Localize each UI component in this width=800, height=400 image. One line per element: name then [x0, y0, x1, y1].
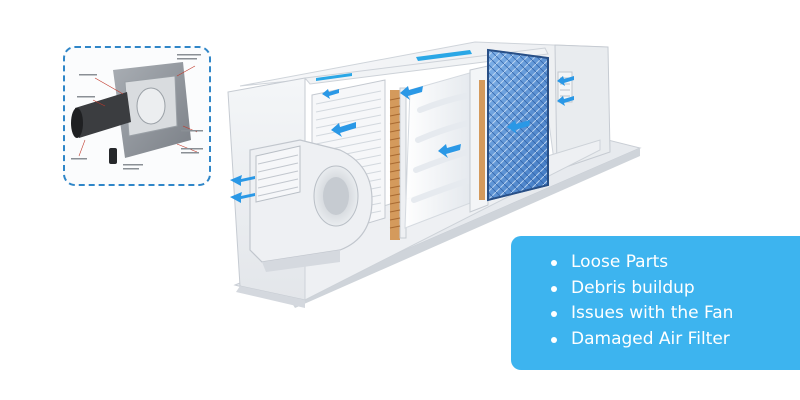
list-item: Debris buildup [551, 276, 800, 302]
list-item: Issues with the Fan [551, 301, 800, 327]
list-item: Loose Parts [551, 250, 800, 276]
issues-panel: Loose Parts Debris buildup Issues with t… [511, 236, 800, 370]
issues-list: Loose Parts Debris buildup Issues with t… [551, 250, 800, 352]
ventilation-unit-icon [71, 54, 203, 170]
fan-housing-icon [249, 139, 373, 272]
heat-exchanger-icon [389, 87, 407, 240]
outlet-arrows [230, 175, 255, 203]
list-item: Damaged Air Filter [551, 327, 800, 353]
airflow-arrow-icon [322, 76, 574, 158]
inset-diagram [63, 46, 211, 186]
